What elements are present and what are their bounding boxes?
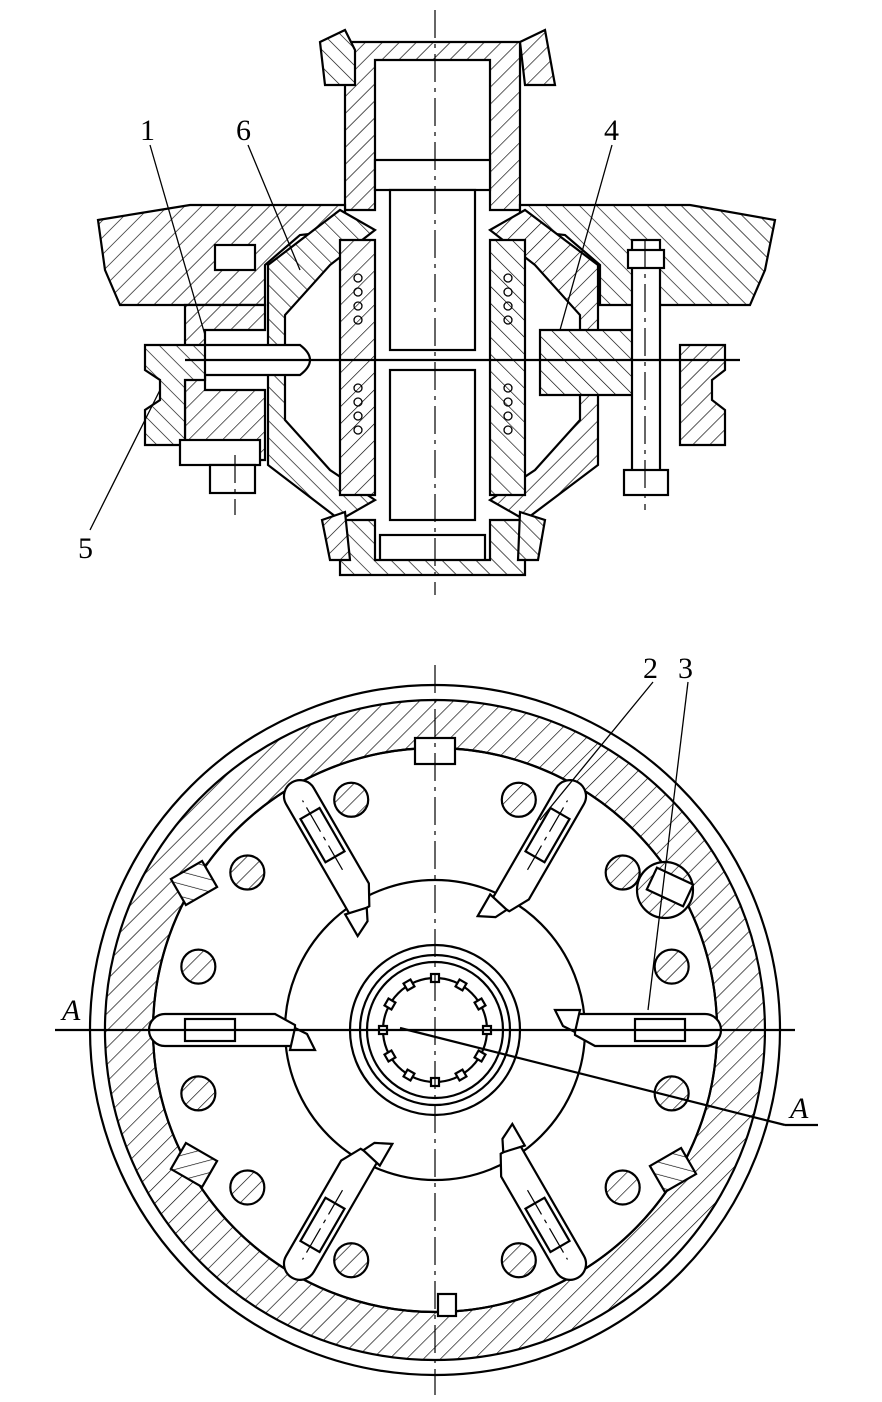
slider-hook bbox=[343, 906, 369, 939]
bolt-hole bbox=[604, 854, 641, 891]
leader-3 bbox=[647, 681, 689, 1011]
leader-4 bbox=[559, 144, 613, 331]
upper-neck bbox=[343, 40, 522, 212]
spline-tooth bbox=[454, 1068, 468, 1083]
slider-axis bbox=[301, 800, 344, 871]
slider-hook bbox=[288, 1026, 317, 1052]
bolt-hole bbox=[333, 1242, 370, 1279]
plan-view: 2 3 A A bbox=[55, 652, 818, 1395]
right-bolt-nut bbox=[622, 468, 670, 497]
bottom-right-seal bbox=[516, 510, 547, 562]
bottom-key-block bbox=[436, 1292, 458, 1318]
bottom-left-seal bbox=[320, 510, 352, 562]
bolt-hole bbox=[180, 948, 217, 985]
bolt-hole bbox=[653, 1075, 690, 1112]
leader-5 bbox=[89, 389, 161, 531]
left-top-bolt-head bbox=[213, 243, 257, 272]
spline-tooth bbox=[402, 977, 416, 992]
spring-coils bbox=[353, 273, 513, 435]
label-3: 3 bbox=[678, 652, 693, 685]
left-lower-wedge bbox=[169, 1141, 219, 1189]
right-bolt-head bbox=[626, 248, 666, 270]
left-bottom-plate bbox=[178, 438, 262, 467]
left-outer-ring bbox=[143, 343, 207, 447]
spline-tooth bbox=[402, 1068, 416, 1083]
slider-hook bbox=[475, 892, 509, 919]
radial-slider bbox=[282, 1141, 395, 1281]
leader-1 bbox=[149, 144, 206, 336]
label-section-A-right: A bbox=[788, 1092, 809, 1125]
slider-hook bbox=[553, 1008, 582, 1034]
left-upper-wedge bbox=[169, 859, 219, 907]
right-slider bbox=[538, 328, 642, 397]
bolt-hole bbox=[604, 1169, 641, 1206]
left-mid-housing bbox=[183, 303, 267, 462]
bore-upper bbox=[388, 188, 477, 352]
spline-tooth bbox=[473, 1049, 488, 1063]
label-6: 6 bbox=[236, 114, 251, 147]
spline-tooth bbox=[382, 997, 397, 1011]
radial-slider bbox=[475, 779, 588, 919]
right-lower-wedge bbox=[648, 1146, 698, 1194]
radial-slider bbox=[282, 779, 371, 939]
spline-tooth bbox=[454, 977, 468, 992]
left-cone-body bbox=[266, 208, 378, 522]
leader-2 bbox=[539, 681, 654, 821]
radial-sliders bbox=[147, 779, 723, 1281]
section-line-A-bent bbox=[399, 1026, 786, 1127]
slider-axis bbox=[526, 800, 569, 871]
bolt-hole bbox=[653, 948, 690, 985]
right-outer-ring bbox=[678, 343, 727, 447]
right-upper-latch bbox=[635, 860, 695, 920]
top-left-seal bbox=[318, 28, 357, 87]
label-4: 4 bbox=[604, 114, 619, 147]
slider-hook bbox=[501, 1121, 527, 1154]
bolt-hole bbox=[180, 1075, 217, 1112]
radial-slider bbox=[499, 1121, 588, 1281]
bolt-hole bbox=[229, 1169, 266, 1206]
spline-tooth bbox=[382, 1049, 397, 1063]
bolt-hole bbox=[333, 781, 370, 818]
bore-lower bbox=[388, 368, 477, 522]
leader-6 bbox=[247, 144, 301, 271]
lower-hub bbox=[338, 518, 527, 577]
bolt-hole bbox=[500, 781, 537, 818]
label-1: 1 bbox=[140, 114, 155, 147]
slider-axis bbox=[526, 1189, 569, 1260]
right-cone-body bbox=[487, 208, 600, 522]
bolt-hole bbox=[500, 1242, 537, 1279]
label-5: 5 bbox=[78, 532, 93, 565]
slider-hook bbox=[361, 1141, 395, 1168]
bore-top-ring bbox=[373, 158, 492, 192]
section-view: 1 6 4 5 bbox=[78, 10, 777, 595]
bolt-holes bbox=[180, 781, 690, 1279]
slider-axis bbox=[301, 1189, 344, 1260]
inner-sleeve-right bbox=[488, 238, 527, 497]
label-section-A-left: A bbox=[60, 994, 81, 1027]
label-2: 2 bbox=[643, 652, 658, 685]
left-bottom-nut bbox=[208, 463, 257, 495]
inner-sleeve-left bbox=[338, 238, 377, 497]
spline-tooth bbox=[473, 997, 488, 1011]
bolt-hole bbox=[229, 854, 266, 891]
top-right-seal bbox=[518, 28, 557, 87]
